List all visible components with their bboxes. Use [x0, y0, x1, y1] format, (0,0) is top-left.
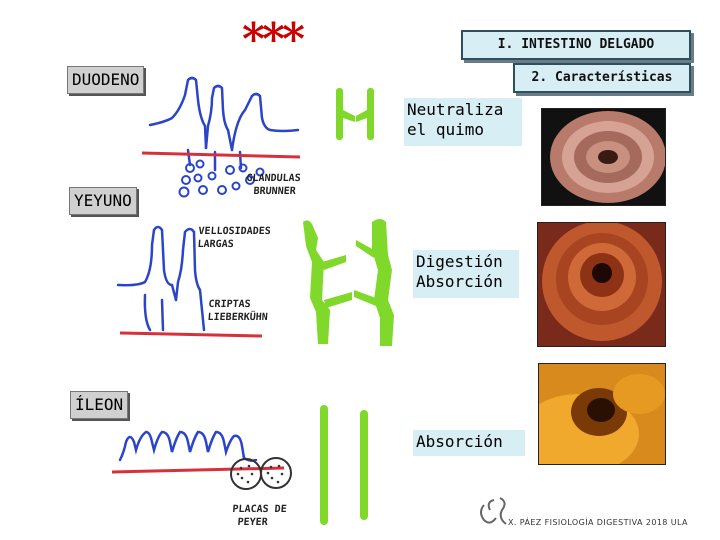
function-ileon: Absorción: [413, 430, 525, 456]
slide-title: I. INTESTINO DELGADO: [461, 30, 691, 60]
annotation-line: LARGAS: [197, 239, 235, 250]
emphasis-stars: ***: [242, 14, 305, 65]
function-yeyuno: Digestión Absorción: [413, 250, 519, 298]
peyer-patches-dots: [236, 464, 284, 484]
annotation-crypts: CRIPTAS LIEBERKÜHN: [207, 298, 269, 324]
jejunum-villi-drawing: [116, 225, 206, 332]
annotation-line: PLACAS DE: [232, 504, 288, 515]
slide-subtitle: 2. Características: [513, 63, 691, 93]
duodenum-membrane-line: [141, 151, 301, 159]
endoscopy-photo-duodenum: [541, 108, 666, 206]
label-yeyuno: YEYUNO: [69, 187, 137, 215]
ileum-villi-drawing: [118, 430, 258, 462]
function-duodeno: Neutraliza el quimo: [404, 98, 522, 146]
annotation-villi: VELLOSIDADES LARGAS: [197, 225, 271, 251]
annotation-line: VELLOSIDADES: [198, 226, 272, 237]
peyer-patches-drawing: [230, 457, 292, 490]
annotation-line: LIEBERKÜHN: [207, 312, 269, 323]
duodenum-green-villi: [336, 88, 374, 140]
jejunum-green-villi: [303, 219, 394, 346]
ileum-green-villi: [320, 405, 368, 525]
annotation-line: CRIPTAS: [208, 299, 251, 310]
annotation-line: PEYER: [237, 517, 269, 528]
endoscopy-photo-jejunum: [537, 222, 666, 347]
annotation-brunner-glands: GLANDULAS BRUNNER: [245, 172, 301, 198]
jejunum-membrane-line: [119, 331, 263, 338]
label-ileon: ÍLEON: [70, 391, 129, 419]
footer-credit: X. PÁEZ FISIOLOGÍA DIGESTIVA 2018 ULA: [508, 518, 688, 527]
annotation-line: BRUNNER: [253, 186, 297, 197]
endoscopy-photo-ileum: [538, 363, 666, 465]
annotation-line: GLANDULAS: [246, 173, 302, 184]
ileum-membrane-line: [111, 466, 285, 474]
annotation-peyer-patches: PLACAS DE PEYER: [231, 503, 287, 529]
label-duodeno: DUODENO: [67, 66, 145, 94]
brunner-glands-drawing: [178, 159, 265, 198]
